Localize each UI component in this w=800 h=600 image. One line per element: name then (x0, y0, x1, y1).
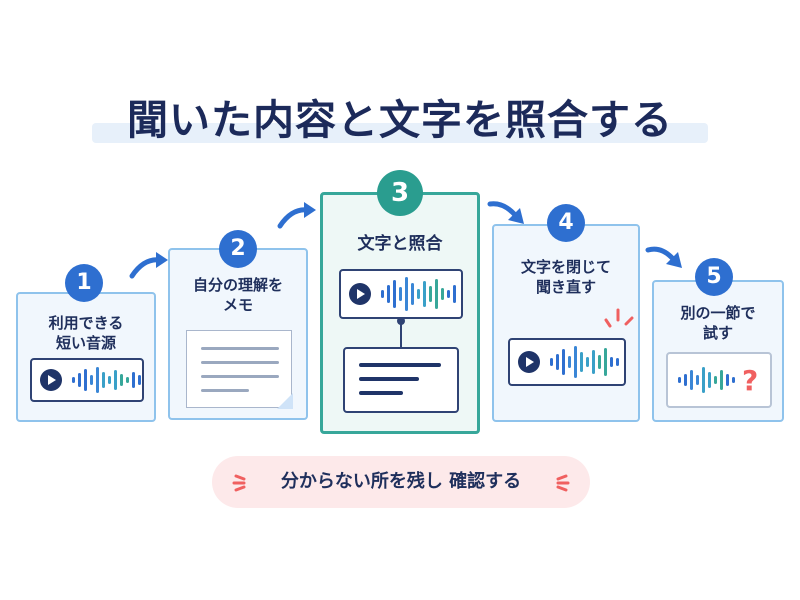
waveform-bar (585, 357, 589, 367)
waveform-bar (555, 354, 559, 370)
question-mark-icon: ? (742, 363, 759, 397)
step-number-badge: 2 (219, 230, 257, 268)
step-number-badge: 3 (377, 170, 423, 216)
step-card-3: 文字と照合 (320, 192, 480, 434)
step-card-4: 文字を閉じて 聞き直す (492, 224, 640, 422)
waveform-bar (404, 277, 408, 311)
waveform-bar (422, 281, 426, 307)
waveform-bar (731, 377, 735, 383)
text-box-icon (343, 347, 459, 413)
step-label: 文字と照合 (357, 234, 443, 254)
step-number-badge: 1 (65, 264, 103, 302)
step-label: 利用できる 短い音源 (48, 314, 124, 352)
waveform-bar (113, 370, 117, 390)
waveform-bar (125, 377, 129, 383)
waveform-bar (131, 372, 135, 388)
waveform-bar (107, 376, 111, 384)
waveform-bar (707, 372, 711, 388)
waveform-icon (70, 360, 142, 400)
waveform-icon (548, 340, 620, 384)
waveform-bar (119, 374, 123, 386)
audio-player (339, 269, 463, 319)
step-label: 別の一節で 試す (680, 304, 756, 342)
arrow-icon (645, 246, 682, 268)
step-number-badge: 5 (695, 258, 733, 296)
page-title: 聞いた内容と文字を照合する (127, 96, 673, 144)
step-label: 自分の理解を メモ (192, 276, 283, 314)
sparkle-icon (604, 308, 634, 328)
waveform-bar (392, 280, 396, 308)
waveform-bar (77, 373, 81, 387)
waveform-bar (440, 288, 444, 300)
step-number-badge: 4 (547, 204, 585, 242)
bottom-note-text: 分からない所を残し 確認する (280, 471, 522, 492)
step-card-1: 利用できる 短い音源 (16, 292, 156, 422)
waveform-bar (95, 367, 99, 393)
waveform-bar (83, 369, 87, 391)
audio-player (508, 338, 626, 386)
waveform-bar (573, 346, 577, 378)
waveform-bar (398, 287, 402, 301)
waveform-bar (452, 285, 456, 303)
step-label: 文字を閉じて 聞き直す (520, 258, 611, 296)
waveform-bar (89, 375, 93, 385)
connector-node (397, 317, 405, 325)
waveform-bar (71, 377, 75, 383)
waveform-bar (719, 370, 723, 390)
audio-player (30, 358, 144, 402)
waveform-icon (379, 271, 457, 317)
arrow-icon (277, 202, 316, 229)
waveform-bar (549, 358, 553, 366)
waveform-bar (603, 348, 607, 376)
audio-player: ? (666, 352, 772, 408)
waveform-bar (410, 283, 414, 305)
waveform-bar (561, 349, 565, 375)
waveform-bar (386, 285, 390, 303)
title-underline-band (92, 123, 708, 143)
play-icon (40, 369, 62, 391)
step-card-2: 自分の理解を メモ (168, 248, 308, 420)
waveform-bar (434, 279, 438, 309)
waveform-bar (137, 375, 141, 385)
waveform-bar (713, 376, 717, 384)
play-icon (518, 351, 540, 373)
waveform-bar (689, 370, 693, 390)
arrow-icon (487, 201, 524, 224)
waveform-bar (609, 357, 613, 367)
waveform-icon (676, 354, 736, 406)
waveform-bar (446, 290, 450, 298)
waveform-bar (380, 290, 384, 298)
step-card-5: 別の一節で 試す ? (652, 280, 784, 422)
waveform-bar (677, 377, 681, 383)
title-area: 聞いた内容と文字を照合する (0, 78, 800, 158)
waveform-bar (683, 374, 687, 386)
waveform-bar (416, 289, 420, 299)
play-icon (349, 283, 371, 305)
waveform-bar (725, 374, 729, 386)
connector-line (400, 319, 402, 347)
sparkle-icon (556, 474, 570, 492)
sparkle-icon (232, 474, 246, 492)
waveform-bar (597, 355, 601, 369)
waveform-bar (428, 286, 432, 302)
waveform-bar (579, 352, 583, 372)
waveform-bar (101, 372, 105, 388)
waveform-bar (567, 356, 571, 368)
waveform-bar (591, 350, 595, 374)
waveform-bar (695, 375, 699, 385)
arrow-icon (129, 252, 168, 279)
memo-document-icon (186, 330, 293, 409)
bottom-note-pill: 分からない所を残し 確認する (212, 456, 590, 508)
waveform-bar (701, 367, 705, 393)
waveform-bar (615, 358, 619, 366)
